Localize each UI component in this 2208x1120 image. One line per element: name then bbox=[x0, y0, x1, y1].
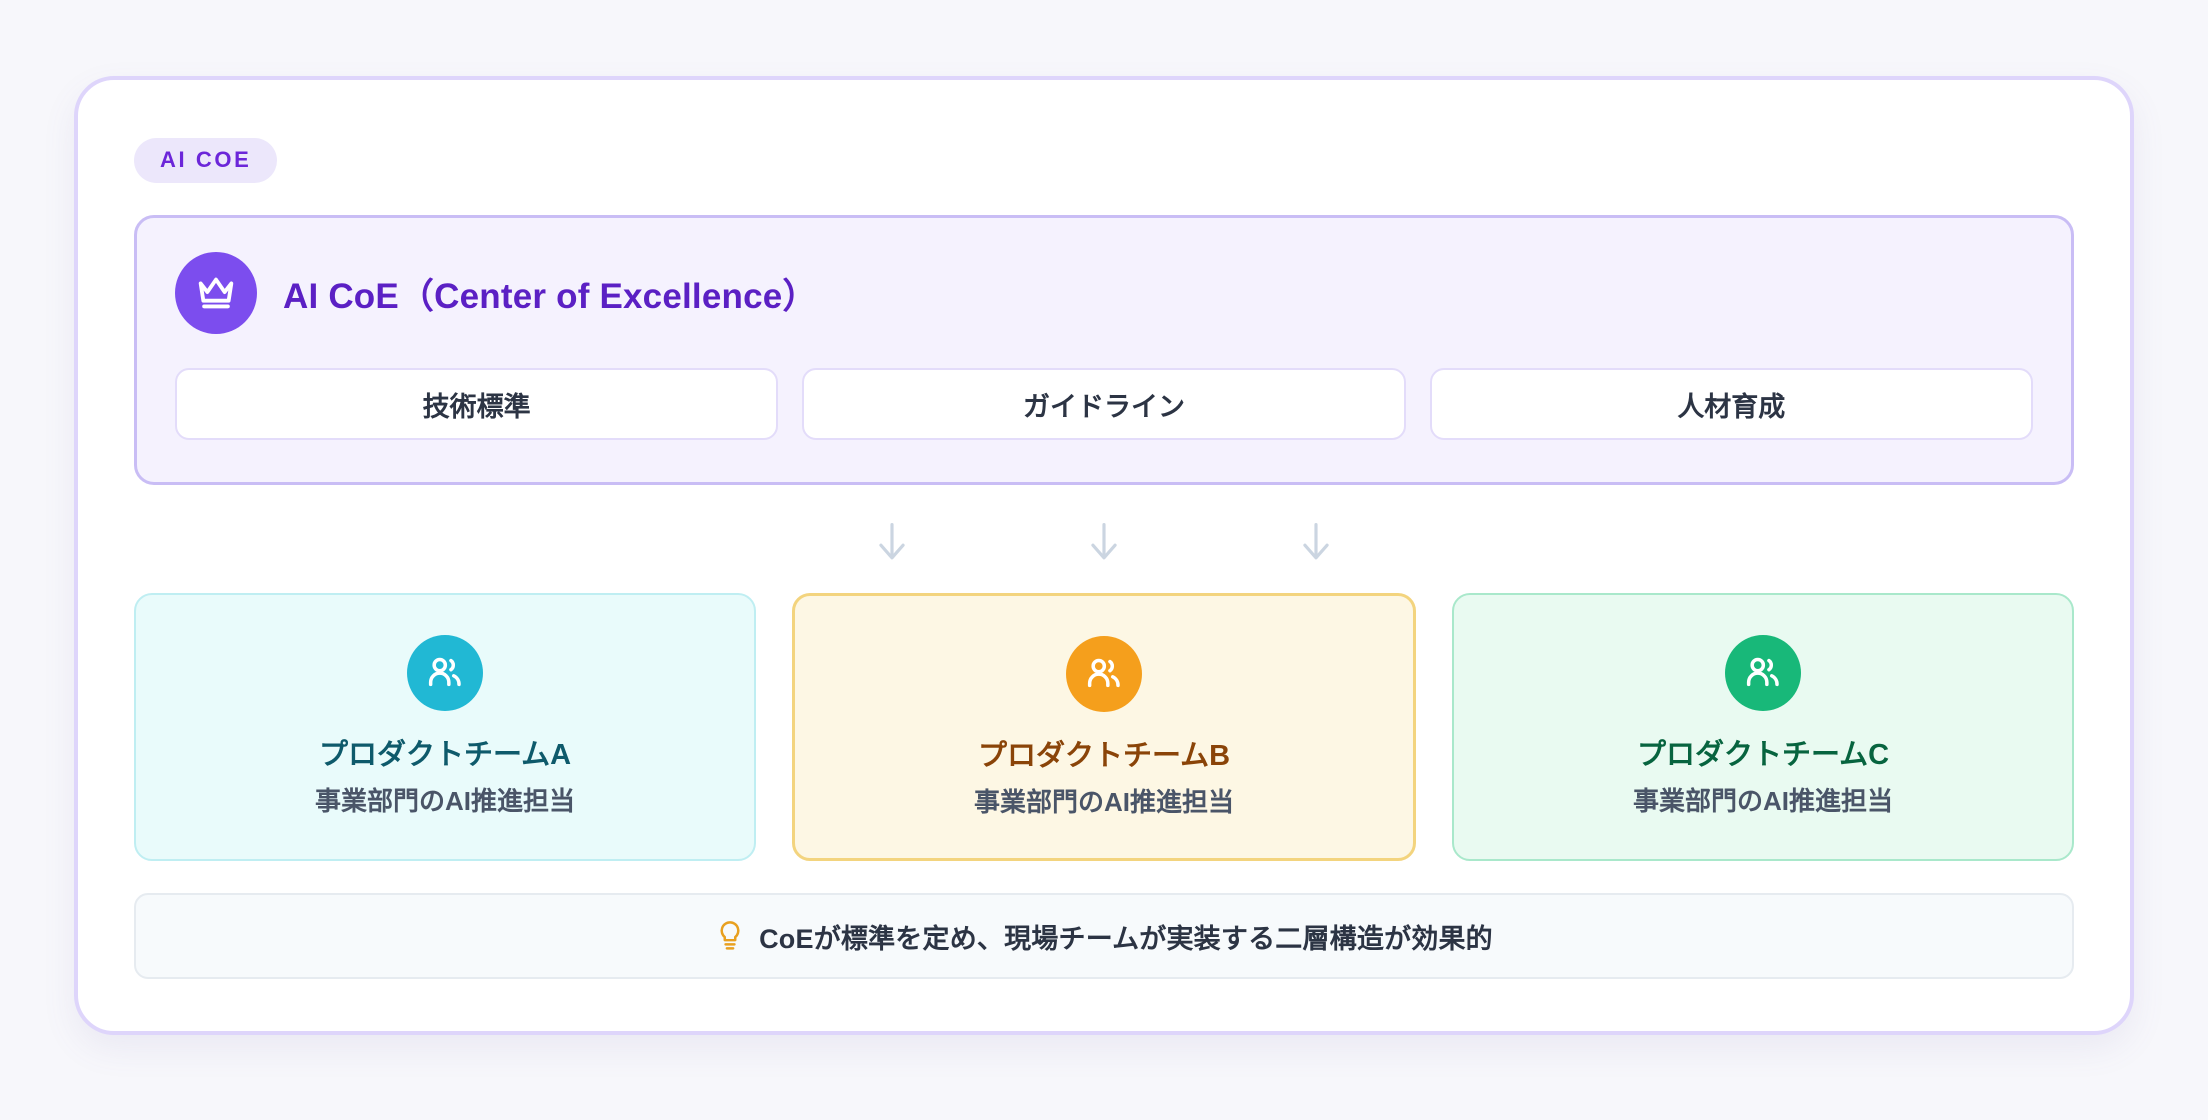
diagram-card: AI COE AI CoE（Center of Excellence） 技術標準… bbox=[74, 76, 2134, 1036]
connector-arrow-row bbox=[134, 485, 2074, 593]
arrow-down-icon bbox=[1297, 519, 1335, 565]
footer-note-text: CoEが標準を定め、現場チームが実装する二層構造が効果的 bbox=[759, 923, 1493, 954]
users-icon bbox=[407, 635, 483, 711]
coe-pill-technical-standards[interactable]: 技術標準 bbox=[175, 368, 779, 440]
users-icon bbox=[1066, 636, 1142, 712]
team-card-b[interactable]: プロダクトチームB 事業部門のAI推進担当 bbox=[792, 593, 1416, 862]
badge-row: AI COE bbox=[134, 138, 2074, 183]
coe-panel: AI CoE（Center of Excellence） 技術標準 ガイドライン… bbox=[134, 215, 2074, 485]
team-description: 事業部門のAI推進担当 bbox=[973, 787, 1234, 818]
team-description: 事業部門のAI推進担当 bbox=[1632, 786, 1893, 817]
arrow-down-icon bbox=[1085, 519, 1123, 565]
coe-pill-talent-development[interactable]: 人材育成 bbox=[1429, 368, 2033, 440]
coe-pill-row: 技術標準 ガイドライン 人材育成 bbox=[175, 368, 2033, 440]
users-icon bbox=[1725, 635, 1801, 711]
coe-header: AI CoE（Center of Excellence） bbox=[175, 252, 2033, 334]
section-badge: AI COE bbox=[134, 138, 278, 183]
team-card-row: プロダクトチームA 事業部門のAI推進担当 プロダクトチームB 事業部門のAI推… bbox=[134, 593, 2074, 862]
footer-note: CoEが標準を定め、現場チームが実装する二層構造が効果的 bbox=[134, 893, 2074, 980]
coe-pill-guidelines[interactable]: ガイドライン bbox=[802, 368, 1406, 440]
crown-icon bbox=[175, 252, 257, 334]
team-card-a[interactable]: プロダクトチームA 事業部門のAI推進担当 bbox=[134, 593, 756, 862]
arrow-down-icon bbox=[873, 519, 911, 565]
team-card-c[interactable]: プロダクトチームC 事業部門のAI推進担当 bbox=[1452, 593, 2074, 862]
team-name: プロダクトチームA bbox=[318, 739, 572, 771]
coe-title: AI CoE（Center of Excellence） bbox=[283, 276, 818, 316]
team-description: 事業部門のAI推進担当 bbox=[314, 786, 575, 817]
team-name: プロダクトチームB bbox=[977, 740, 1231, 772]
team-name: プロダクトチームC bbox=[1636, 739, 1890, 771]
lightbulb-icon bbox=[715, 919, 745, 953]
